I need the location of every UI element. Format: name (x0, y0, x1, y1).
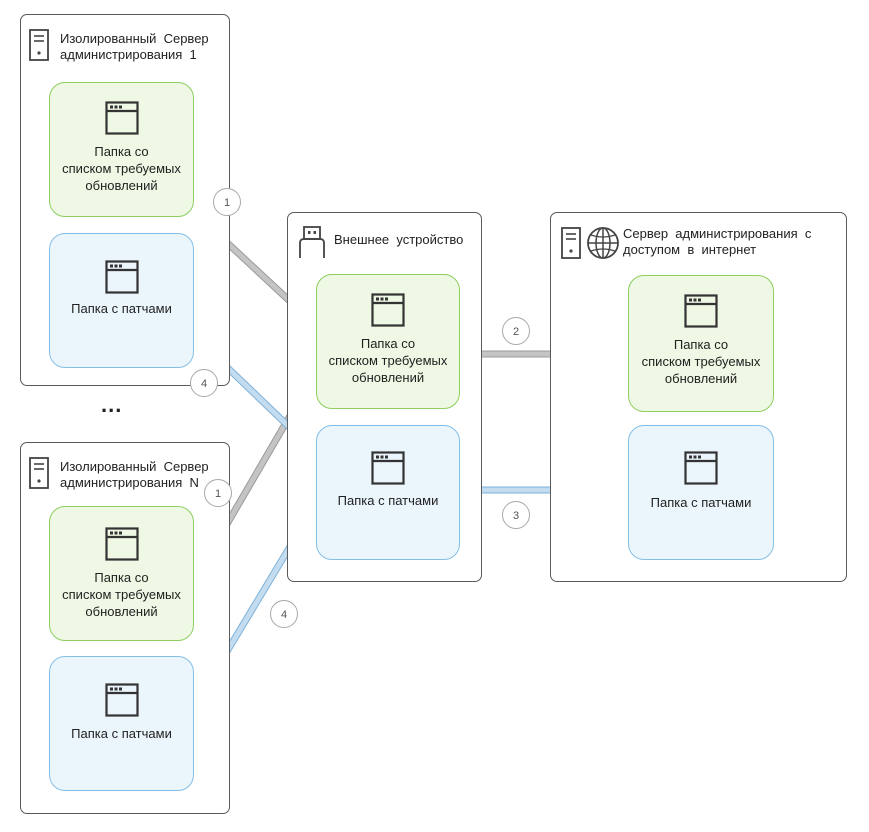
folder-window-icon (684, 451, 718, 485)
more-servers-ellipsis: ... (101, 392, 123, 417)
isolated-server-n-frame: Изолированный Сервер администрирования N… (20, 442, 230, 814)
folder-window-icon (104, 101, 139, 135)
folder-window-icon (104, 260, 139, 294)
device-updates-folder: Папка со списком требуемых обновлений (316, 274, 460, 409)
internet-patches-folder-label: Папка с патчами (650, 495, 752, 510)
isolated-server-1-title: Изолированный Сервер администрирования 1 (60, 31, 209, 62)
isolated-server-n-title: Изолированный Сервер администрирования N (60, 459, 209, 490)
serverN-patches-folder-label: Папка с патчами (71, 726, 172, 741)
device-updates-folder-label: Папка со списком требуемых обновлений (328, 336, 448, 385)
folder-window-icon (371, 293, 405, 327)
server1-updates-folder-label: Папка со списком требуемых обновлений (62, 144, 181, 193)
server-icon (29, 29, 49, 61)
server-icon (29, 457, 49, 489)
isolated-server-1-frame: Изолированный Сервер администрирования 1… (20, 14, 230, 386)
folder-window-icon (684, 294, 718, 328)
step-badge-1-serverN: 1 (204, 479, 232, 507)
server1-patches-folder-label: Папка с патчами (71, 301, 172, 316)
step-badge-4-serverN: 4 (270, 600, 298, 628)
external-device-title: Внешнее устройство (334, 232, 464, 247)
step-badge-4-server1: 4 (190, 369, 218, 397)
serverN-updates-folder: Папка со списком требуемых обновлений (49, 506, 194, 641)
step-badge-3: 3 (502, 501, 530, 529)
step-badge-2: 2 (502, 317, 530, 345)
internet-updates-folder-label: Папка со списком требуемых обновлений (641, 337, 761, 386)
external-device-frame: Внешнее устройство Папка со списком треб… (287, 212, 482, 582)
internet-updates-folder: Папка со списком требуемых обновлений (628, 275, 774, 412)
server1-updates-folder: Папка со списком требуемых обновлений (49, 82, 194, 217)
folder-window-icon (371, 451, 405, 485)
device-patches-folder: Папка с патчами (316, 425, 460, 560)
server-icon (561, 227, 581, 259)
internet-patches-folder: Папка с патчами (628, 425, 774, 560)
step-badge-1-server1: 1 (213, 188, 241, 216)
usb-drive-icon (299, 226, 325, 258)
folder-window-icon (104, 683, 139, 717)
folder-window-icon (104, 527, 139, 561)
globe-icon (587, 227, 619, 259)
server1-patches-folder: Папка с патчами (49, 233, 194, 368)
internet-server-title: Сервер администрирования с доступом в ин… (623, 226, 812, 257)
internet-server-frame: Сервер администрирования с доступом в ин… (550, 212, 847, 582)
serverN-updates-folder-label: Папка со списком требуемых обновлений (62, 570, 181, 619)
serverN-patches-folder: Папка с патчами (49, 656, 194, 791)
device-patches-folder-label: Папка с патчами (337, 493, 439, 508)
